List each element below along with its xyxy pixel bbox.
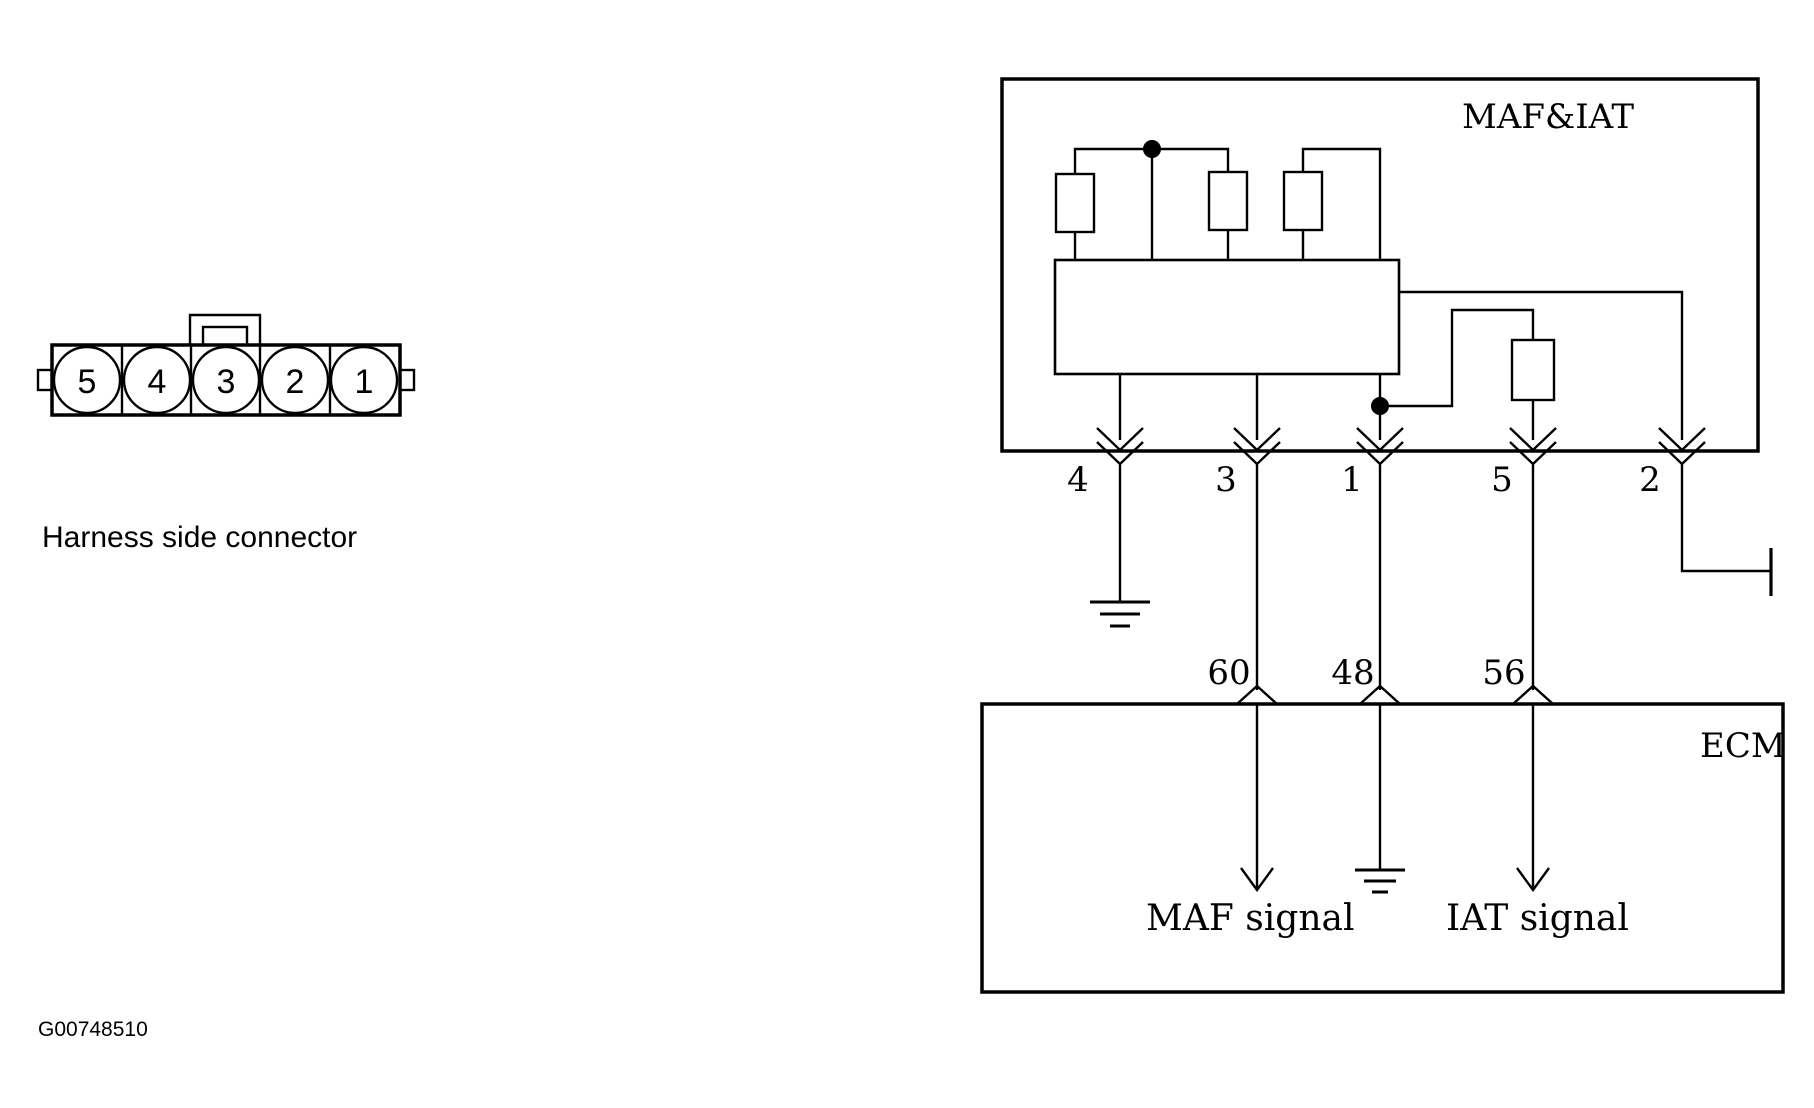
ecm: ECM 60 48 56 MAF signal IAT signal xyxy=(980,653,1786,994)
pin-label: 2 xyxy=(286,363,305,401)
pin-label: 3 xyxy=(217,363,236,401)
resistor xyxy=(1207,170,1249,232)
resistor xyxy=(1282,170,1324,232)
connector-left-tab xyxy=(36,368,54,392)
junction-dot xyxy=(1143,140,1161,158)
maf-iat-sensor: MAF&IAT xyxy=(1000,77,1760,453)
sensor-label: MAF&IAT xyxy=(1462,97,1634,137)
terminal-label: 2 xyxy=(1639,460,1661,500)
pin-1 xyxy=(329,345,399,415)
figure-code: G00748510 xyxy=(38,1018,148,1041)
pin-label: 5 xyxy=(78,363,97,401)
maf-signal-label: MAF signal xyxy=(1146,898,1354,939)
resistor xyxy=(1054,172,1096,234)
ground-symbol xyxy=(1090,600,1150,628)
pin-4 xyxy=(122,345,192,415)
pin-label: 1 xyxy=(355,363,374,401)
sensor-terminals: 4 3 1 5 2 xyxy=(1067,427,1706,500)
ecm-ground-symbol xyxy=(1355,868,1405,894)
terminal-label: 5 xyxy=(1491,460,1513,500)
pin-label: 4 xyxy=(148,363,167,401)
ecm-pin-48 xyxy=(1359,684,1401,705)
ecm-box xyxy=(980,702,1785,994)
terminal-label: 3 xyxy=(1215,460,1237,500)
harness-connector: 5 4 3 2 1 xyxy=(36,313,416,417)
pin-5 xyxy=(52,345,122,415)
maf-signal-arrow xyxy=(1240,867,1274,893)
ecm-pin-label: 60 xyxy=(1207,653,1250,693)
ecm-pin-60 xyxy=(1236,684,1278,705)
ecm-pin-label: 48 xyxy=(1331,653,1374,693)
connector-right-tab xyxy=(398,368,416,392)
iat-signal-arrow xyxy=(1516,867,1550,893)
connector-caption: Harness side connector xyxy=(42,521,357,554)
pin-2 xyxy=(260,345,330,415)
iat-signal-label: IAT signal xyxy=(1446,898,1629,939)
sensor-module-block xyxy=(1053,258,1401,376)
ecm-pin-56 xyxy=(1512,684,1554,705)
terminal-label: 1 xyxy=(1341,460,1363,500)
ecm-pin-label: 56 xyxy=(1482,653,1525,693)
connector-latch xyxy=(188,313,262,345)
ecm-label: ECM xyxy=(1700,726,1786,766)
harness-wiring xyxy=(1090,464,1773,690)
pin-3 xyxy=(191,345,261,415)
terminal-label: 4 xyxy=(1067,460,1089,500)
iat-thermistor xyxy=(1510,338,1556,402)
connector-latch-window xyxy=(201,325,249,347)
